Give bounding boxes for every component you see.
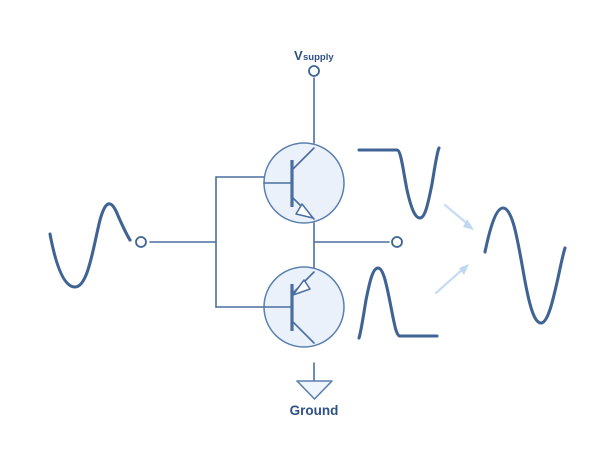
flow-arrow-lower-shaft — [434, 266, 466, 295]
supply-label: V — [294, 48, 303, 63]
pnp-emitter-arrow-icon — [292, 279, 311, 296]
npn-collector-lead — [291, 147, 315, 171]
supply-label-subscript: supply — [303, 52, 334, 63]
npn-emitter-arrow-icon — [295, 203, 314, 219]
output-sine-wave — [483, 206, 567, 325]
lower-half-wave — [357, 266, 439, 340]
flow-arrow-lower — [434, 264, 469, 295]
pnp-transistor[interactable] — [263, 266, 345, 348]
pnp-collector-lead — [291, 320, 315, 344]
npn-transistor[interactable] — [263, 142, 345, 224]
supply-terminal[interactable] — [308, 65, 320, 77]
input-sine-wave — [48, 202, 132, 289]
upper-half-wave — [357, 146, 441, 220]
flow-arrow-upper-head-icon — [463, 219, 474, 230]
wiring-group — [149, 77, 390, 382]
ground-symbol-icon — [296, 380, 333, 400]
flow-arrow-upper — [443, 203, 474, 230]
flow-arrow-lower-head-icon — [459, 264, 469, 275]
ground-label: Ground — [290, 403, 339, 418]
input-terminal[interactable] — [135, 236, 147, 248]
output-terminal[interactable] — [391, 236, 403, 248]
